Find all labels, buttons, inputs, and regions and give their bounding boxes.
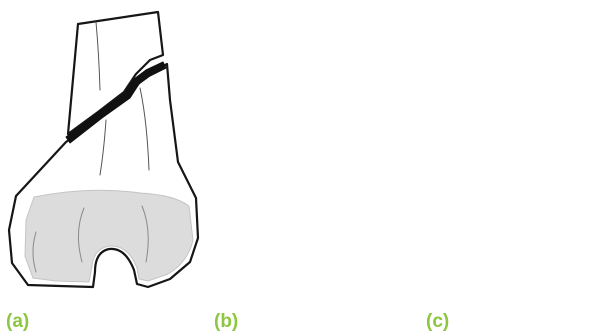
panel-a-condyles [25,190,193,282]
panel-a-femur [9,12,198,287]
panel-label-c: (c) [426,312,449,332]
panel-label-b: (b) [214,312,238,332]
panel-label-a: (a) [6,312,29,332]
